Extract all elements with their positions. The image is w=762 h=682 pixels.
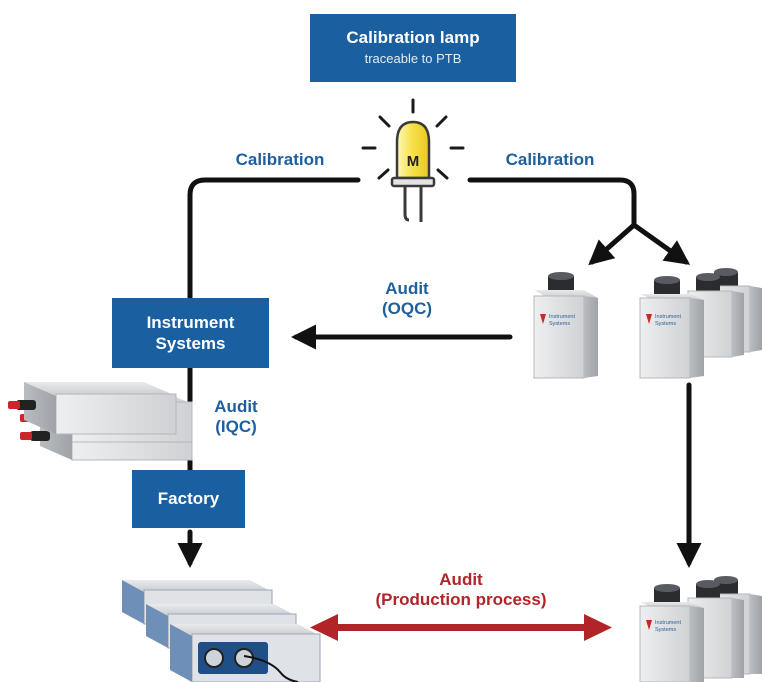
factory-box: Factory	[132, 470, 245, 528]
production-spectrometer-stack-icon: Instrument Systems	[639, 576, 762, 682]
audit-production-arrow	[310, 614, 612, 641]
calibration-right-line	[467, 177, 637, 228]
calibration-lamp-icon: M	[361, 98, 465, 222]
spectroradiometer-stack-icon	[8, 382, 193, 461]
instrument-systems-box: Instrument Systems	[112, 298, 269, 368]
instrument-systems-label: Instrument	[146, 313, 235, 332]
factory-label: Factory	[157, 489, 220, 508]
branch-right-line	[631, 222, 691, 265]
device-brand-text: Systems	[549, 321, 570, 327]
device-brand-text: Systems	[655, 627, 676, 633]
calibration-lamp-subtitle: traceable to PTB	[364, 51, 462, 66]
audit-production-line2: (Production process)	[375, 590, 547, 609]
audit-oqc-line1: Audit	[385, 279, 429, 298]
calibration-lamp-title: Calibration lamp	[346, 28, 480, 47]
audit-iqc-line2: (IQC)	[215, 417, 257, 436]
reference-spectrometer-icon: Instrument Systems	[533, 272, 598, 379]
connector-lines	[177, 177, 702, 568]
device-brand-text: Instrument	[655, 314, 681, 320]
device-brand-text: Instrument	[655, 620, 681, 626]
calibration-left-line	[187, 177, 361, 301]
audit-iqc-label: Audit (IQC)	[196, 397, 276, 437]
audit-production-line1: Audit	[439, 570, 483, 589]
lamp-letter: M	[407, 153, 420, 170]
device-brand-text: Instrument	[549, 314, 575, 320]
calibration-left-label: Calibration	[235, 150, 325, 169]
audit-oqc-line2: (OQC)	[381, 299, 433, 318]
audit-production-label: Audit (Production process)	[330, 570, 592, 610]
device-brand-text: Systems	[655, 321, 676, 327]
instrument-systems-label: Systems	[155, 334, 226, 353]
branch-left-line	[588, 222, 637, 266]
factory-spectrometer-stack-icon	[122, 580, 321, 682]
audit-iqc-line1: Audit	[214, 397, 258, 416]
spectrometer-stack-icon: Instrument Systems	[639, 268, 762, 379]
audit-oqc-label: Audit (OQC)	[352, 279, 462, 319]
calibration-right-label: Calibration	[505, 150, 595, 169]
calibration-lamp-box: Calibration lamp traceable to PTB	[310, 14, 516, 82]
